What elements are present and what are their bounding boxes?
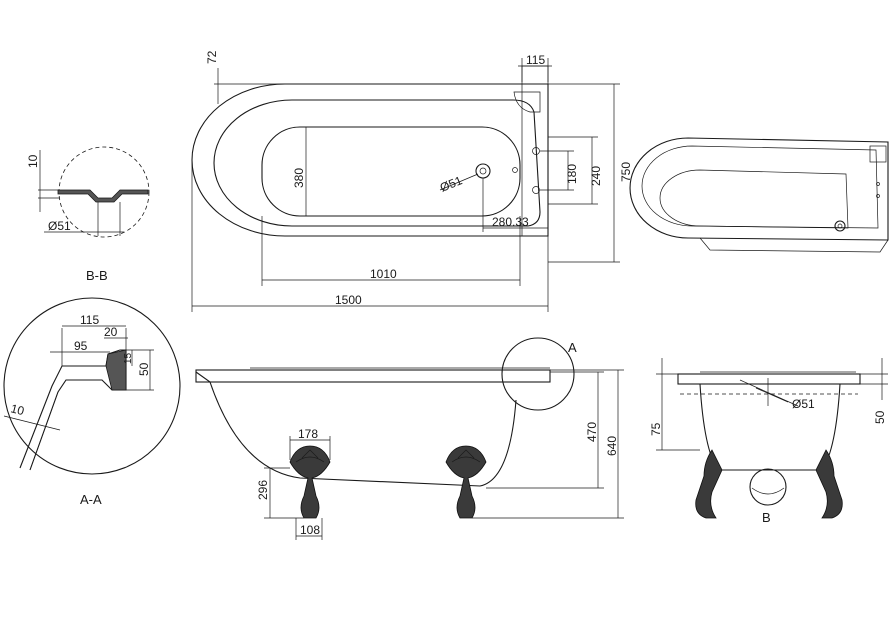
aa-dim-15: 15 xyxy=(123,352,134,364)
waste-outlet xyxy=(475,163,491,179)
bb-dim-height: 10 xyxy=(26,154,40,168)
iso-view xyxy=(629,137,889,253)
end-rim xyxy=(677,373,861,385)
dim-waste-offset: 280.33 xyxy=(492,215,529,229)
iso-waste xyxy=(834,220,846,232)
end-tub-body xyxy=(699,383,841,471)
iso-inner-rim xyxy=(641,145,879,229)
aa-dim-50: 50 xyxy=(137,362,151,376)
dim-foot-base: 108 xyxy=(300,523,320,537)
side-rim xyxy=(195,369,551,383)
dim-rim: 72 xyxy=(205,50,219,64)
end-dim-50: 50 xyxy=(873,410,887,424)
detail-a-marker: A xyxy=(568,340,577,355)
overflow-corner xyxy=(513,91,541,113)
dim-foot-height: 296 xyxy=(256,480,270,500)
iso-base xyxy=(699,237,889,253)
section-aa-circle xyxy=(3,297,181,475)
waste-leader xyxy=(439,173,479,191)
dim-total-width: 750 xyxy=(619,162,633,182)
end-dim-75: 75 xyxy=(649,422,663,436)
aa-dim-95: 95 xyxy=(74,339,88,353)
basin-floor xyxy=(261,126,521,217)
tub-outline-outer xyxy=(191,83,549,237)
dim-foot-width: 178 xyxy=(298,427,318,441)
dim-overall-height: 640 xyxy=(605,436,619,456)
dim-hole-spacing: 180 xyxy=(565,164,579,184)
section-bb: 10 Ø51 B-B xyxy=(26,146,150,283)
tap-hole-lower xyxy=(532,186,540,194)
detail-b-circle xyxy=(749,468,787,506)
foot-left xyxy=(289,445,331,519)
dim-waste-dia: Ø51 xyxy=(438,173,465,195)
dim-total-length: 1500 xyxy=(335,293,362,307)
end-view: Ø51 B 75 50 xyxy=(649,358,888,525)
tap-hole-upper xyxy=(532,147,540,155)
foot-right xyxy=(445,445,487,519)
end-foot-right xyxy=(815,449,843,519)
side-view: A 178 296 108 470 xyxy=(195,337,624,540)
section-aa-caption: A-A xyxy=(80,492,102,507)
side-tub-body xyxy=(195,371,517,487)
detail-a-circle xyxy=(501,337,575,411)
bb-dim-dia: Ø51 xyxy=(48,219,71,233)
iso-basin xyxy=(659,169,849,229)
section-aa-hatch xyxy=(105,349,127,391)
section-aa: 115 20 95 15 50 10 A-A xyxy=(3,297,181,507)
aa-dim-20: 20 xyxy=(104,325,118,339)
section-bb-caption: B-B xyxy=(86,268,108,283)
tub-rim-inner xyxy=(213,99,541,227)
section-bb-waste xyxy=(57,189,149,203)
dim-basin-length: 1010 xyxy=(370,267,397,281)
overflow-hole xyxy=(512,167,518,173)
detail-b-marker: B xyxy=(762,510,771,525)
iso-outer-rim xyxy=(629,137,889,241)
dim-basin-width: 380 xyxy=(292,168,306,188)
end-dim-dia: Ø51 xyxy=(792,397,815,411)
iso-overflow xyxy=(869,145,887,163)
aa-dim-115: 115 xyxy=(80,313,99,327)
waste-outlet-inner xyxy=(479,167,487,175)
dim-tap-deck: 115 xyxy=(526,53,545,67)
aa-dim-10: 10 xyxy=(9,401,26,418)
dim-hole-span: 240 xyxy=(589,166,603,186)
top-view: 72 115 380 Ø51 180 240 750 280.33 10 xyxy=(191,50,633,312)
end-foot-left xyxy=(695,449,723,519)
dim-depth: 470 xyxy=(585,422,599,442)
